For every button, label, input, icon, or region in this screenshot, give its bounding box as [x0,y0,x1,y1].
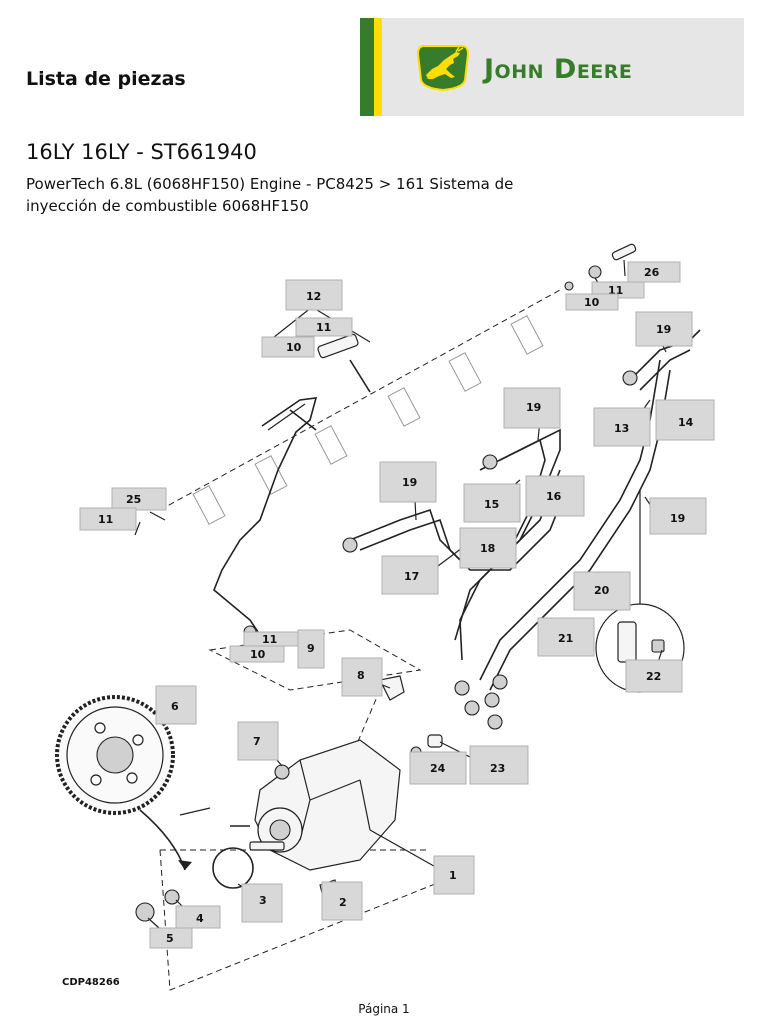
callout-13: 13 [593,407,651,447]
drive-gear [55,695,192,871]
callout-17: 17 [381,555,439,595]
callout-11: 11 [295,317,353,337]
svg-text:19: 19 [402,476,417,489]
svg-text:10: 10 [286,341,302,354]
exploded-parts-diagram: 26 11 10 12 11 10 19 13 14 19 15 16 19 1… [55,243,715,991]
svg-text:15: 15 [484,498,499,511]
injector-fitting-top [289,243,637,431]
svg-text:19: 19 [670,512,685,525]
page-number: Página 1 [358,1002,410,1016]
injector-row [159,289,561,525]
callout-15: 15 [463,483,521,523]
svg-text:3: 3 [259,894,267,907]
logo-green-stripe [360,18,374,116]
svg-text:9: 9 [307,642,315,655]
svg-text:26: 26 [644,266,660,279]
svg-text:8: 8 [357,669,365,682]
svg-text:21: 21 [558,632,573,645]
callout-2: 2 [321,881,363,921]
callout-7: 7 [237,721,279,761]
svg-text:5: 5 [166,932,174,945]
callout-22: 22 [625,659,683,693]
document-id: 16LY 16LY - ST661940 [26,140,257,164]
logo-yellow-stripe [374,18,382,116]
svg-text:16: 16 [546,490,562,503]
svg-text:19: 19 [526,401,541,414]
svg-text:4: 4 [196,912,204,925]
svg-text:10: 10 [584,296,600,309]
callout-11: 11 [243,631,299,647]
document-description: PowerTech 6.8L (6068HF150) Engine - PC84… [26,175,514,215]
brand-name: John Deere [484,54,633,85]
callout-6: 6 [155,685,197,725]
svg-text:20: 20 [594,584,610,597]
svg-text:1: 1 [449,869,457,882]
page-title: Lista de piezas [26,68,186,90]
svg-text:17: 17 [404,570,419,583]
deer-emblem-icon [416,45,470,92]
callout-19: 19 [379,461,437,503]
callout-19: 19 [635,311,693,347]
callout-18: 18 [459,527,517,569]
fuel-pipe-left [213,397,318,639]
svg-text:7: 7 [253,735,261,748]
callout-8: 8 [341,657,383,697]
callout-10: 10 [565,293,619,311]
callout-20: 20 [573,571,631,611]
svg-text:25: 25 [126,493,141,506]
callout-19: 19 [503,387,561,429]
svg-text:10: 10 [250,648,266,661]
svg-text:19: 19 [656,323,671,336]
callout-12: 12 [285,279,343,311]
callout-1: 1 [433,855,475,895]
svg-text:11: 11 [316,321,331,334]
callout-3: 3 [241,883,283,923]
john-deere-logo: John Deere [360,18,744,116]
callout-5: 5 [149,927,193,949]
callout-24: 24 [409,751,467,785]
svg-text:2: 2 [339,896,347,909]
callout-11: 11 [79,507,137,531]
svg-text:6: 6 [171,700,179,713]
svg-text:18: 18 [480,542,495,555]
figure-code: CDP48266 [62,977,120,988]
callout-16: 16 [525,475,585,517]
svg-text:11: 11 [98,513,113,526]
svg-text:14: 14 [678,416,694,429]
svg-text:11: 11 [262,633,277,646]
callout-25: 25 [111,487,167,511]
svg-text:23: 23 [490,762,505,775]
callout-19: 19 [649,497,707,535]
svg-text:13: 13 [614,422,629,435]
callout-26: 26 [627,261,681,283]
callout-4: 4 [175,905,221,929]
svg-text:12: 12 [306,290,321,303]
svg-text:24: 24 [430,762,446,775]
callout-10: 10 [229,645,285,663]
callout-21: 21 [537,617,595,657]
callout-10: 10 [261,336,315,358]
callout-9: 9 [297,629,325,669]
callout-23: 23 [469,745,529,785]
callout-14: 14 [655,399,715,441]
svg-text:22: 22 [646,670,661,683]
